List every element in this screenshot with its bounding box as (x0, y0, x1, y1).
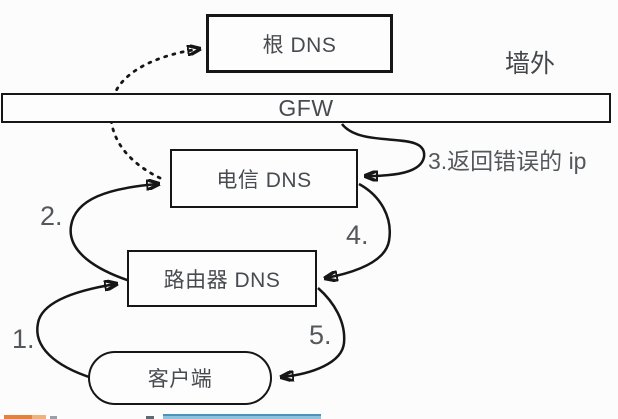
edge-step2-router-to-telecom (69, 184, 158, 283)
label-step-3-wrong-ip: 3.返回错误的 ip (428, 148, 587, 174)
bottom-strip-dark-dash (146, 416, 154, 419)
bottom-strip-blue-bar (163, 414, 321, 419)
node-telecom-dns-label: 电信 DNS (216, 168, 312, 192)
node-gfw-bar: GFW (1, 93, 611, 123)
node-router-dns: 路由器 DNS (127, 250, 317, 307)
label-step-4: 4. (346, 220, 369, 250)
label-step-2: 2. (40, 201, 63, 231)
node-client-label: 客户端 (147, 368, 213, 391)
label-step-5: 5. (309, 320, 332, 350)
node-gfw-label: GFW (278, 94, 334, 121)
label-step-1: 1. (12, 324, 35, 354)
edge-step1-client-to-router (36, 284, 116, 380)
edge-step4-telecom-to-router (326, 182, 391, 278)
node-root-dns-label: 根 DNS (262, 33, 337, 57)
bottom-strip-orange-dark (4, 415, 32, 419)
node-root-dns: 根 DNS (206, 14, 393, 73)
node-telecom-dns: 电信 DNS (170, 149, 358, 208)
label-outside-wall: 墙外 (505, 50, 556, 78)
bottom-strip-orange-light (32, 415, 46, 419)
edge-step3-gfw-to-telecom (341, 123, 426, 176)
node-router-dns-label: 路由器 DNS (163, 268, 281, 292)
node-client: 客户端 (88, 351, 272, 405)
bottom-strip-gray-dash (50, 416, 57, 419)
edge-dotted-telecom-to-rootdns (109, 49, 199, 180)
edge-step5-router-to-client (282, 287, 346, 377)
